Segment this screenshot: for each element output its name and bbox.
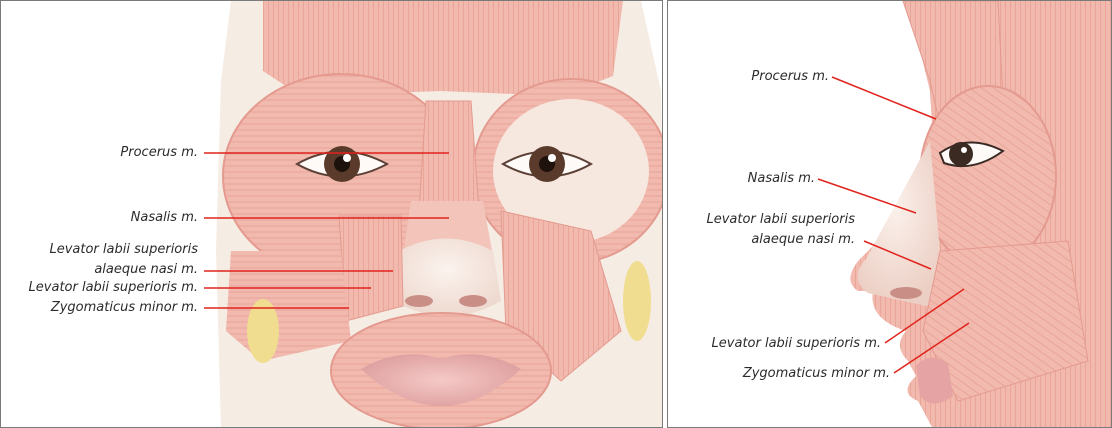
label-zygomaticus-frontal: Zygomaticus minor m. — [51, 300, 198, 315]
label-llsan-frontal-line2: alaeque nasi m. — [94, 262, 198, 277]
procerus-muscle — [419, 101, 479, 211]
label-nasalis-lateral: Nasalis m. — [748, 171, 815, 186]
label-llsan-frontal-line1: Levator labii superioris — [49, 242, 198, 257]
label-lls-frontal: Levator labii superioris m. — [29, 280, 198, 295]
label-llsan-lateral-line2: alaeque nasi m. — [751, 232, 855, 247]
lips-lateral — [916, 358, 953, 404]
levator-labii-strip — [339, 216, 403, 321]
frontal-view-panel: Procerus m. Nasalis m. Levator labii sup… — [0, 0, 663, 428]
label-zygomaticus-lateral: Zygomaticus minor m. — [743, 366, 890, 381]
label-nasalis-frontal: Nasalis m. — [131, 210, 198, 225]
label-lls-lateral: Levator labii superioris m. — [712, 336, 881, 351]
fat-pad-right — [623, 261, 651, 341]
label-llsan-lateral-line1: Levator labii superioris — [706, 212, 855, 227]
lateral-view-panel: Procerus m. Nasalis m. Levator labii sup… — [667, 0, 1112, 428]
leader-line-procerus-lateral — [832, 77, 936, 119]
label-procerus-frontal: Procerus m. — [120, 145, 198, 160]
orbicularis-oculi-lateral — [920, 86, 1056, 266]
label-procerus-lateral: Procerus m. — [751, 69, 829, 84]
frontal-face-illustration — [1, 1, 663, 428]
